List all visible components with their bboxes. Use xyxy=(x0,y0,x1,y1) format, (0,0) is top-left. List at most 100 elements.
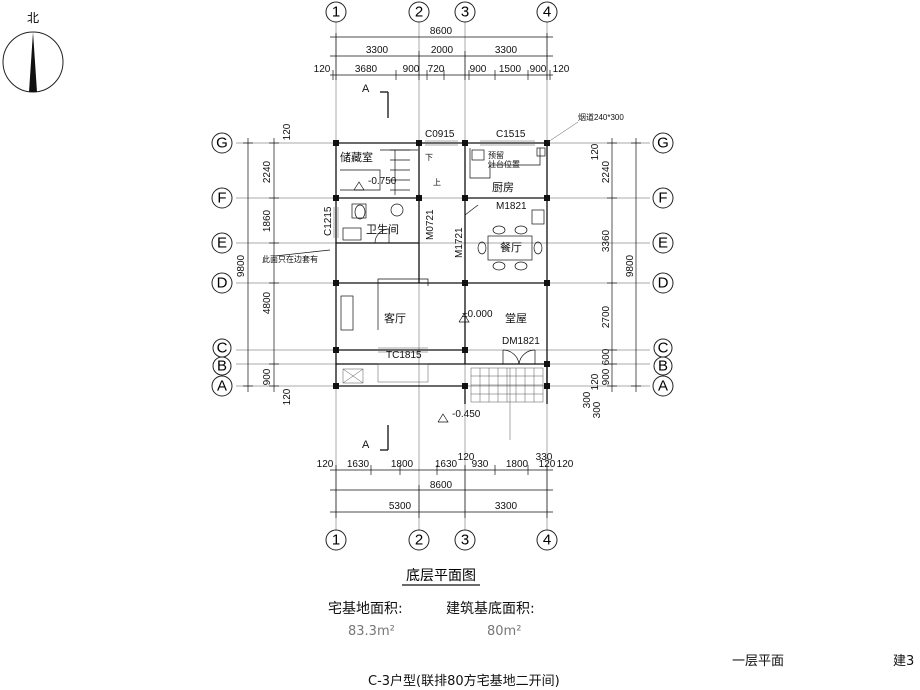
axis-left: G F E D C B A xyxy=(211,132,233,397)
dim-right-b: 2240 xyxy=(601,160,612,183)
dim-left-f: 120 xyxy=(282,388,293,405)
axis-bottom-1: 1 xyxy=(332,532,340,549)
north-label: 北 xyxy=(27,11,39,25)
bathroom-fixtures xyxy=(342,203,404,241)
axis-right-d: D xyxy=(658,275,669,292)
axis-right-b: B xyxy=(658,358,668,375)
axis-top: 1 2 3 4 xyxy=(325,1,558,23)
axis-top-1: 1 xyxy=(332,4,340,21)
label-c1215: C1215 xyxy=(323,206,334,236)
dim-right-lower-b: 300 xyxy=(582,391,593,408)
dim-top-r2-a: 120 xyxy=(314,64,331,75)
room-storage: 储藏室 xyxy=(340,150,373,164)
axis-right-g: G xyxy=(657,135,669,152)
north-arrow: 北 xyxy=(2,11,64,93)
label-kitchen-note1: 预留 xyxy=(488,150,504,160)
right-dimension-text: 120 2240 3360 2700 600 900 120 9800 300 … xyxy=(582,143,636,418)
kitchen-fixtures xyxy=(469,147,546,225)
dim-top-r1-b: 2000 xyxy=(431,45,454,56)
dim-bot-r1-e: 120 xyxy=(458,452,475,463)
axis-bottom-4: 4 xyxy=(543,532,551,549)
dim-bot-r1-h: 120 xyxy=(539,459,556,470)
dim-right-lower-c: 300 xyxy=(592,401,603,418)
label-elev-main: ±0.000 xyxy=(462,309,493,320)
plan-title-block: 底层平面图 xyxy=(402,567,480,586)
right-dimension-lines xyxy=(607,138,641,392)
axis-left-g: G xyxy=(216,135,228,152)
dim-top-r2-h: 120 xyxy=(553,64,570,75)
dim-right-f: 900 xyxy=(601,368,612,385)
structural-columns xyxy=(333,140,550,389)
label-m0721: M0721 xyxy=(425,209,436,240)
grid-lines xyxy=(236,22,650,530)
entrance-steps xyxy=(342,367,544,440)
dim-right-d: 2700 xyxy=(601,305,612,328)
living-furniture xyxy=(340,278,429,331)
room-living: 客厅 xyxy=(384,311,406,325)
dim-bot-r3-b: 3300 xyxy=(495,501,518,512)
axis-bottom-2: 2 xyxy=(415,532,423,549)
dim-bot-extra: 330 xyxy=(536,452,553,463)
building-area-label: 建筑基底面积: xyxy=(446,601,535,617)
axis-bottom: 1 2 3 4 xyxy=(325,529,558,551)
label-m1821: M1821 xyxy=(496,201,527,212)
building-area-value: 80m² xyxy=(487,624,522,639)
axis-left-e: E xyxy=(217,235,227,252)
axis-left-a: A xyxy=(217,378,227,395)
site-area-label: 宅基地面积: xyxy=(328,601,403,617)
bottom-caption: C-3户型(联排80方宅基地二开间) xyxy=(368,674,560,689)
dim-bot-r1-a: 120 xyxy=(317,459,334,470)
axis-right-f: F xyxy=(658,190,667,207)
axis-left-d: D xyxy=(217,275,228,292)
label-stair-up: 上 xyxy=(433,178,441,187)
left-dimension-text: 9800 120 2240 1860 4800 900 120 xyxy=(236,123,293,405)
elevation-markers xyxy=(274,181,470,423)
label-tc1815: TC1815 xyxy=(386,350,422,361)
axis-bottom-3: 3 xyxy=(461,532,469,549)
dim-right-a: 120 xyxy=(590,143,601,160)
dim-bot-total: 8600 xyxy=(430,480,453,491)
component-labels: C0915 C1515 烟道240*300 M1821 M0721 M1721 … xyxy=(262,112,624,420)
dim-left-a: 120 xyxy=(282,123,293,140)
dim-top-r2-b: 3680 xyxy=(355,64,378,75)
label-c0915: C0915 xyxy=(425,129,455,140)
dim-right-g: 120 xyxy=(590,373,601,390)
axis-right-e: E xyxy=(658,235,668,252)
room-bathroom: 卫生间 xyxy=(366,222,399,236)
dim-bot-r1-g: 1800 xyxy=(506,459,529,470)
axis-left-b: B xyxy=(217,358,227,375)
label-chimney: 烟道240*300 xyxy=(578,112,624,122)
dim-top-r2-d: 720 xyxy=(428,64,445,75)
label-dm1821: DM1821 xyxy=(502,336,540,347)
label-elev-storage: -0.750 xyxy=(368,176,397,187)
section-mark-top: A xyxy=(362,83,370,95)
top-dimension-lines xyxy=(330,33,553,80)
section-mark-bottom: A xyxy=(362,439,370,451)
bottom-dimension-text: 120 1630 1800 1630 120 930 1800 120 120 … xyxy=(317,452,574,512)
left-dimension-lines xyxy=(243,138,279,392)
room-dining: 餐厅 xyxy=(500,240,522,254)
site-area-value: 83.3m² xyxy=(348,624,395,639)
right-label-2: 建3 xyxy=(893,654,915,669)
label-wall-note: 此面只在边套有 xyxy=(262,254,318,264)
doors xyxy=(374,204,536,365)
dim-bot-r1-f: 930 xyxy=(472,459,489,470)
dim-top-r2-g: 900 xyxy=(530,64,547,75)
section-marks: A A xyxy=(362,83,389,451)
axis-top-2: 2 xyxy=(415,4,423,21)
dim-bot-r1-d: 1630 xyxy=(435,459,458,470)
sink-icon xyxy=(471,149,485,161)
axis-right: G F E D C B A xyxy=(652,132,674,397)
washbasin-icon xyxy=(390,203,404,217)
dim-top-r2-c: 900 xyxy=(403,64,420,75)
label-elev-out: -0.450 xyxy=(452,409,481,420)
dim-top-r2-e: 900 xyxy=(470,64,487,75)
axis-right-c: C xyxy=(658,340,669,357)
dim-right-c: 3360 xyxy=(601,229,612,252)
axis-top-3: 3 xyxy=(461,4,469,21)
dim-bot-r3-a: 5300 xyxy=(389,501,412,512)
label-c1515: C1515 xyxy=(496,129,526,140)
label-stair-down: 下 xyxy=(425,153,433,162)
dim-left-e: 900 xyxy=(262,368,273,385)
